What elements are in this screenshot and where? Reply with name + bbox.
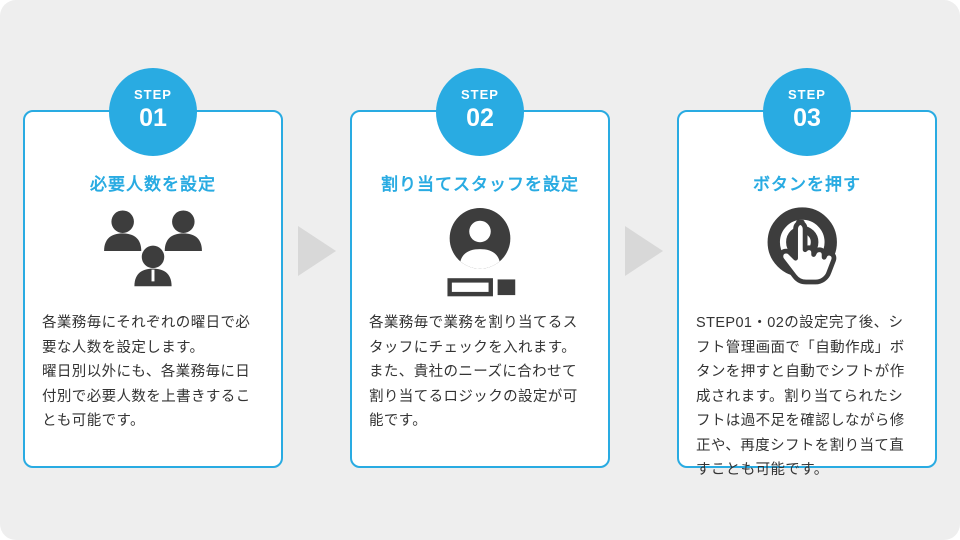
- step-description-1: 各業務毎にそれぞれの曜日で必要な人数を設定します。 曜日別以外にも、各業務毎に日…: [42, 315, 251, 429]
- step-badge-3: STEP 03: [763, 68, 851, 156]
- step-badge-1: STEP 01: [109, 68, 197, 156]
- step-title-2: 割り当てスタッフを設定: [381, 175, 579, 194]
- arrow-right-icon: [297, 226, 337, 276]
- step-title-3: ボタンを押す: [753, 175, 861, 194]
- press-button-icon: [696, 206, 918, 299]
- staff-checkbox-icon: [369, 207, 591, 299]
- step-badge-number: 02: [466, 103, 494, 132]
- arrow-right-icon: [624, 226, 664, 276]
- step-badge-label: STEP: [461, 87, 499, 102]
- step-badge-number: 03: [793, 103, 821, 132]
- people-group-icon: [42, 207, 264, 299]
- steps-row: STEP 01 必要人数を設定: [23, 68, 937, 478]
- step-title-1: 必要人数を設定: [90, 175, 216, 194]
- step-badge-number: 01: [139, 103, 167, 132]
- step-description-3: STEP01・02の設定完了後、シフト管理画面で「自動作成」ボタンを押すと自動で…: [696, 315, 905, 478]
- step-card-1: STEP 01 必要人数を設定: [23, 68, 283, 468]
- step-badge-label: STEP: [788, 87, 826, 102]
- step-description-2: 各業務毎で業務を割り当てるスタッフにチェックを入れます。 また、貴社のニーズに合…: [369, 315, 578, 429]
- step-badge-2: STEP 02: [436, 68, 524, 156]
- step-badge-label: STEP: [134, 87, 172, 102]
- step-card-3: STEP 03 ボタンを押す STEP01・02の設定完了後、シフト管理画面で「…: [677, 68, 937, 478]
- step-card-2: STEP 02 割り当てスタッフを設定 各業務毎で: [350, 68, 610, 468]
